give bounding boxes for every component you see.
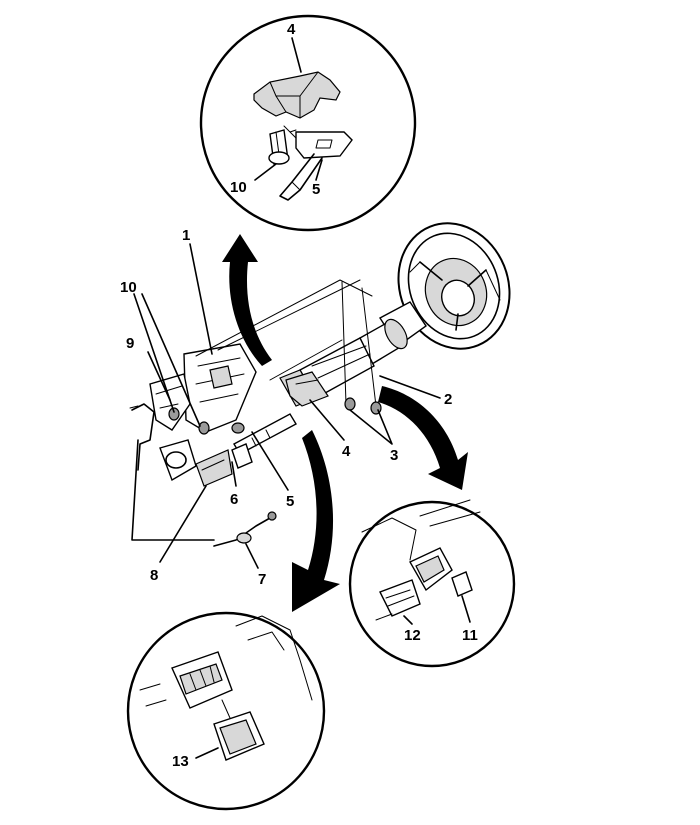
callout-7: 7 <box>258 571 266 588</box>
bolts-10 <box>168 407 210 435</box>
intermediate-shaft <box>159 413 297 487</box>
callout-1: 1 <box>182 227 190 244</box>
callout-5-main: 5 <box>286 493 294 510</box>
callout-11: 11 <box>462 627 478 644</box>
left-bracket <box>129 403 155 471</box>
detail-circle-top: 4 10 5 <box>199 14 417 232</box>
callout-9: 9 <box>126 335 134 352</box>
steering-wheel <box>397 222 511 350</box>
callout-2: 2 <box>444 391 452 408</box>
bracket-4 <box>285 371 329 407</box>
callout-6: 6 <box>230 491 238 508</box>
steering-column <box>149 301 427 433</box>
main-leaders <box>147 243 441 569</box>
callout-10-main: 10 <box>120 279 137 296</box>
arrow-to-right-detail <box>378 386 468 490</box>
callout-4-detail: 4 <box>287 21 296 38</box>
callout-3: 3 <box>390 447 398 464</box>
detail-circle-right: 12 11 <box>348 499 516 668</box>
detail-circle-bottom: 13 <box>126 611 326 811</box>
callout-4-main: 4 <box>342 443 351 460</box>
main-callouts: 1 10 9 2 4 3 5 6 8 7 <box>120 227 452 588</box>
alignment-lines <box>195 279 377 407</box>
cable-7 <box>213 511 277 547</box>
arrow-to-bottom-left-detail <box>292 430 340 612</box>
callout-12: 12 <box>404 627 421 644</box>
callout-10-detail: 10 <box>230 179 247 196</box>
callout-8: 8 <box>150 567 158 584</box>
callout-5-detail: 5 <box>312 181 320 198</box>
arrow-to-top-detail <box>222 234 272 366</box>
callout-13: 13 <box>172 753 189 770</box>
